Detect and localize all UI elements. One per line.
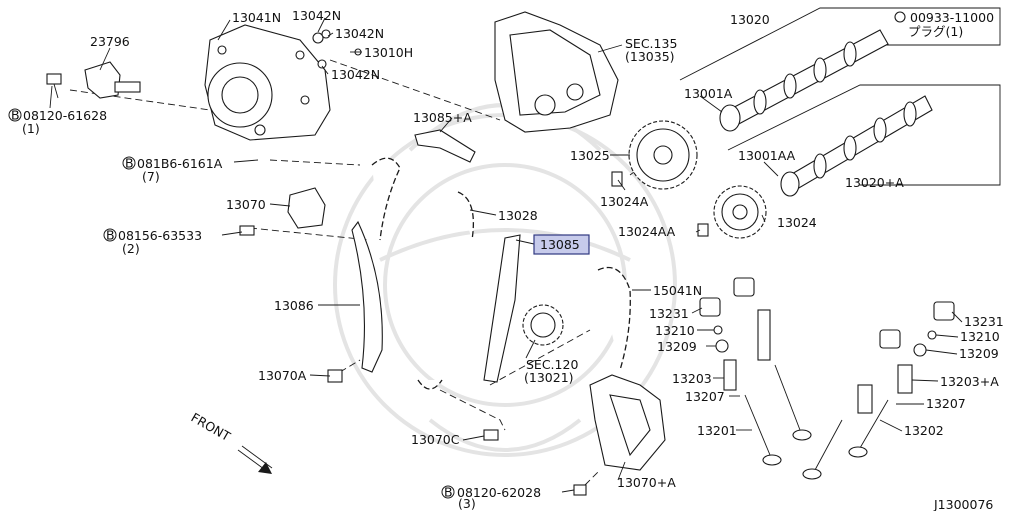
label-13070C[interactable]: 13070C [411, 432, 460, 447]
label-13024[interactable]: 13024 [777, 215, 817, 230]
cylinder-head-sec135[interactable] [494, 11, 619, 133]
front-arrow [237, 445, 273, 474]
label-plug-note: プラグ(1) [908, 24, 963, 39]
crank-sprocket-sec120[interactable] [522, 304, 564, 346]
label-13231-left[interactable]: 13231 [649, 306, 689, 321]
label-13209-right[interactable]: 13209 [959, 346, 999, 361]
label-13020[interactable]: 13020 [730, 12, 770, 27]
label-23796[interactable]: 23796 [90, 34, 130, 49]
svg-text:B: B [125, 156, 134, 171]
label-13028[interactable]: 13028 [498, 208, 538, 223]
label-13042N-b[interactable]: 13042N [335, 26, 384, 41]
camshaft-13020A[interactable] [780, 95, 933, 197]
label-00933-11000[interactable]: 00933-11000 [910, 10, 994, 25]
chain-guide-13085A[interactable] [414, 129, 476, 163]
bolt-13024A[interactable] [611, 171, 623, 187]
label-13070A2[interactable]: 13070+A [617, 475, 676, 490]
label-13209-left[interactable]: 13209 [657, 339, 697, 354]
sprocket-13024[interactable] [713, 185, 767, 239]
svg-text:B: B [444, 485, 453, 500]
label-13203[interactable]: 13203 [672, 371, 712, 386]
label-sec120-ref: (13021) [524, 370, 574, 385]
label-13070[interactable]: 13070 [226, 197, 266, 212]
label-sec120[interactable]: SEC.120 [526, 357, 578, 372]
label-13024AA[interactable]: 13024AA [618, 224, 676, 239]
svg-text:B: B [106, 228, 115, 243]
label-13201[interactable]: 13201 [697, 423, 737, 438]
bolt-marker-3: B [103, 228, 117, 243]
label-13207-right[interactable]: 13207 [926, 396, 966, 411]
label-13203A[interactable]: 13203+A [940, 374, 999, 389]
label-08120-62028[interactable]: 08120-62028 [457, 485, 541, 500]
valve-train-right[interactable] [802, 301, 955, 480]
label-081B6-6161A-qty: (7) [142, 169, 160, 184]
label-sec135[interactable]: SEC.135 [625, 36, 677, 51]
label-13207-left[interactable]: 13207 [685, 389, 725, 404]
label-13001A[interactable]: 13001A [684, 86, 733, 101]
label-13042N-c[interactable]: 13042N [331, 67, 380, 82]
timing-chain-13028[interactable] [371, 157, 631, 390]
label-13025[interactable]: 13025 [570, 148, 610, 163]
label-08120-62028-qty: (3) [458, 496, 476, 511]
label-13042N-a[interactable]: 13042N [292, 8, 341, 23]
label-front: FRONT [189, 410, 234, 445]
bolt-marker-4: B [441, 485, 455, 500]
label-13202[interactable]: 13202 [904, 423, 944, 438]
sprocket-13025[interactable] [628, 120, 698, 190]
front-cover-13041N[interactable] [204, 24, 331, 141]
label-13210-right[interactable]: 13210 [960, 329, 1000, 344]
label-13085A[interactable]: 13085+A [413, 110, 472, 125]
label-15041N[interactable]: 15041N [653, 283, 702, 298]
tension-guide-13085[interactable] [483, 234, 521, 383]
label-08156-63533[interactable]: 08156-63533 [118, 228, 202, 243]
part-labels: 23796 13041N 13042N 13042N 13010H 13042N… [22, 8, 1004, 512]
label-13024A[interactable]: 13024A [600, 194, 649, 209]
label-13010H[interactable]: 13010H [364, 45, 413, 60]
bolt-marker-2: B [122, 156, 136, 171]
sensor-23796[interactable] [84, 61, 141, 99]
label-13231-right[interactable]: 13231 [964, 314, 1004, 329]
label-sec135-ref: (13035) [625, 49, 675, 64]
camshaft-13020[interactable] [719, 29, 889, 132]
bolt-08156-63533[interactable] [239, 225, 255, 236]
label-13070A[interactable]: 13070A [258, 368, 307, 383]
label-13041N[interactable]: 13041N [232, 10, 281, 25]
bolt-08120-61628[interactable] [46, 73, 62, 99]
label-13001AA[interactable]: 13001AA [738, 148, 796, 163]
tensioner-13070[interactable] [287, 187, 326, 229]
label-08120-61628-qty: (1) [22, 121, 40, 136]
bolt-13070A[interactable] [327, 369, 343, 383]
plug-00933-11000[interactable] [894, 11, 906, 23]
bolt-13070C[interactable] [483, 429, 499, 441]
assembly-lines [69, 59, 651, 486]
figure-id: J1300076 [933, 497, 993, 511]
valve-train-left[interactable] [699, 277, 812, 466]
highlight-box-13085[interactable] [533, 234, 590, 255]
label-13085[interactable]: 13085 [540, 237, 580, 252]
bolt-13024AA[interactable] [697, 223, 709, 237]
slack-guide-13086[interactable] [351, 220, 383, 373]
bolt-08120-62028[interactable] [573, 484, 587, 496]
svg-text:B: B [11, 108, 20, 123]
label-13086[interactable]: 13086 [274, 298, 314, 313]
orings-13042N[interactable] [312, 29, 362, 69]
bracket-13070A[interactable] [589, 374, 666, 471]
leader-lines [49, 17, 963, 493]
label-08120-61628[interactable]: 08120-61628 [23, 108, 107, 123]
label-13210-left[interactable]: 13210 [655, 323, 695, 338]
label-08156-63533-qty: (2) [122, 241, 140, 256]
bolt-marker-1: B [8, 108, 22, 123]
label-13020A[interactable]: 13020+A [845, 175, 904, 190]
label-081B6-6161A[interactable]: 081B6-6161A [137, 156, 223, 171]
